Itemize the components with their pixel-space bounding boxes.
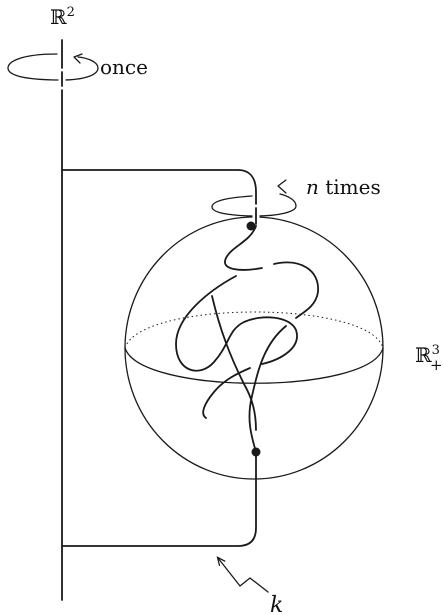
half-space-superscript: 3 — [432, 343, 440, 358]
knot-tangle — [175, 225, 319, 453]
knot-label: k — [270, 593, 283, 615]
plane-symbol: ℝ — [50, 5, 67, 29]
half-space-subscript: + — [430, 356, 443, 374]
knot-endpoint-bottom — [251, 447, 261, 457]
knot-lower-arc — [61, 451, 257, 547]
sphere-equator-back — [124, 311, 384, 349]
n-times-text: times — [319, 175, 381, 199]
sphere-outline — [124, 216, 384, 480]
once-label: once — [100, 55, 148, 79]
half-space-symbol: ℝ — [415, 343, 432, 367]
plane-superscript: 2 — [67, 5, 75, 20]
n-times-label: n times — [306, 175, 381, 199]
sphere-equator-front — [124, 347, 384, 384]
sphere — [124, 216, 384, 480]
knot-upper-arc — [61, 169, 257, 223]
half-space-label: ℝ3+ — [415, 343, 443, 374]
n-times-rotation-arrow-icon — [211, 179, 297, 225]
knot-endpoint-top — [246, 221, 256, 231]
plane-label: ℝ2 — [50, 5, 75, 29]
once-rotation-arrow-icon — [7, 53, 99, 90]
knot-zigzag-arrow-icon — [218, 558, 269, 593]
n-variable: n — [306, 175, 319, 199]
